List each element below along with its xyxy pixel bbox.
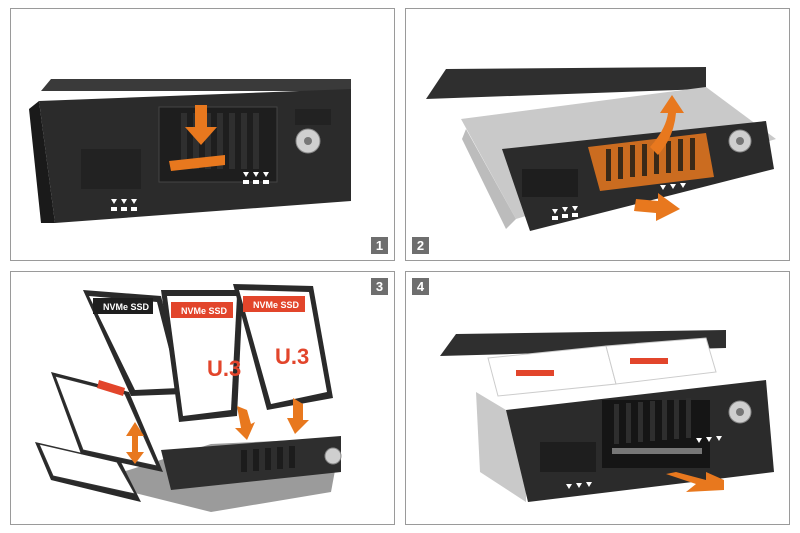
- step-number-badge: 3: [371, 278, 388, 295]
- step-2-illustration: [426, 67, 776, 231]
- ssd-model-label: NVMe SSD: [103, 302, 150, 312]
- insert-arrow-icon: [666, 472, 724, 492]
- step-4-panel: 4: [405, 271, 790, 525]
- down-arrow-icon: [185, 105, 217, 145]
- step-1-illustration: [29, 79, 351, 223]
- step-3-panel: NVMe SSD NVMe SSD U.3 NVMe SSD U.3 3: [10, 271, 395, 525]
- ssd-brand-label: U.3: [207, 356, 241, 381]
- step-2-panel: 2: [405, 8, 790, 261]
- up-arrow-icon: [126, 440, 144, 464]
- step-4-illustration: [440, 330, 774, 502]
- ssd-brand-label: U.3: [275, 344, 309, 369]
- ssd-model-label: NVMe SSD: [181, 306, 228, 316]
- ssd-model-label: NVMe SSD: [253, 300, 300, 310]
- down-arrow-icon: [235, 406, 255, 440]
- right-arrow-icon: [634, 193, 680, 221]
- up-arrow-icon: [650, 95, 684, 155]
- step-1-panel: 1: [10, 8, 395, 261]
- step-3-illustration: NVMe SSD NVMe SSD U.3 NVMe SSD U.3: [35, 284, 342, 512]
- step-number-badge: 4: [412, 278, 429, 295]
- step-number-badge: 2: [412, 237, 429, 254]
- down-arrow-icon: [287, 398, 309, 434]
- step-number-badge: 1: [371, 237, 388, 254]
